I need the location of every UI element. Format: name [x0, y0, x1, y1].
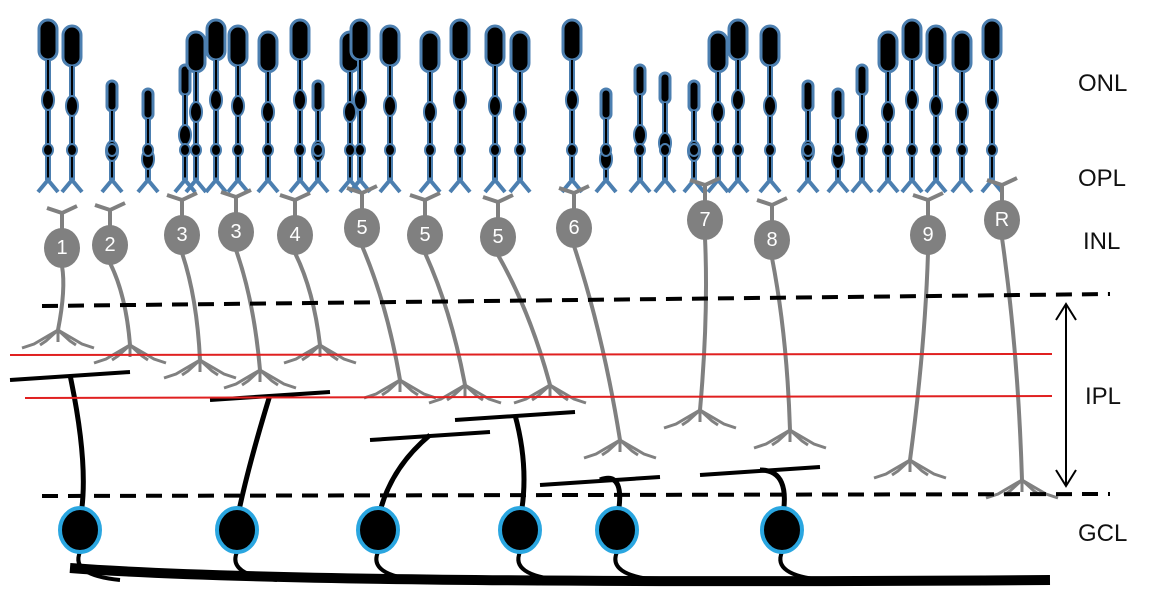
- cone-photoreceptor: [878, 32, 898, 192]
- cone-photoreceptor: [485, 26, 505, 192]
- cone-photoreceptor: [952, 32, 972, 192]
- ganglion-cell: [358, 432, 490, 580]
- bipolar-cell: 6: [556, 186, 656, 458]
- ganglion-cell: [700, 467, 822, 580]
- cone-photoreceptor: [902, 20, 922, 192]
- optic-fiber-bundle: [70, 568, 1050, 581]
- cone-photoreceptor: [420, 32, 440, 192]
- rod-photoreceptor: [852, 65, 872, 192]
- bipolar-cell: R: [984, 178, 1058, 498]
- layer-label-opl: OPL: [1078, 165, 1126, 193]
- photoreceptor-layer: [38, 20, 1002, 192]
- rod-photoreceptor: [138, 89, 158, 192]
- cone-photoreceptor: [62, 26, 82, 192]
- rod-photoreceptor: [175, 65, 195, 192]
- ipl-extent-arrow: [1056, 304, 1076, 486]
- rod-photoreceptor: [655, 73, 675, 192]
- layer-label-gcl: GCL: [1078, 520, 1127, 548]
- bipolar-cell-layer: 1 2 3 3 4 5 5 5 6 7 8 9 R: [22, 178, 1058, 498]
- bipolar-cell-label: 6: [568, 217, 579, 239]
- cone-photoreceptor: [290, 20, 310, 192]
- bipolar-cell-label: 4: [289, 224, 300, 246]
- cone-photoreceptor: [450, 20, 470, 192]
- cone-photoreceptor: [510, 32, 530, 192]
- bipolar-cell-label: R: [995, 209, 1009, 231]
- bipolar-cell-label: 9: [922, 224, 933, 246]
- ganglion-cell: [10, 372, 130, 580]
- bipolar-cell: 8: [754, 198, 826, 448]
- cone-photoreceptor: [38, 20, 58, 192]
- rod-photoreceptor: [102, 81, 122, 192]
- bipolar-cell-label: 1: [56, 237, 67, 259]
- cone-photoreceptor: [562, 20, 582, 192]
- bipolar-cell: 1: [22, 206, 94, 348]
- bipolar-cell-label: 5: [492, 226, 503, 248]
- cone-photoreceptor: [982, 20, 1002, 192]
- rod-photoreceptor: [630, 65, 650, 192]
- bipolar-cell: 2: [92, 203, 166, 363]
- cone-photoreceptor: [380, 26, 400, 192]
- rod-photoreceptor: [308, 81, 328, 192]
- bipolar-cell-label: 5: [419, 224, 430, 246]
- ipl-bottom-boundary: [42, 494, 1110, 496]
- bipolar-cell: 7: [664, 178, 736, 428]
- bipolar-cell-label: 2: [104, 234, 115, 256]
- cone-photoreceptor: [708, 32, 728, 192]
- cone-photoreceptor: [258, 32, 278, 192]
- layer-label-ipl: IPL: [1085, 383, 1121, 411]
- rod-photoreceptor: [684, 81, 704, 192]
- ipl-top-boundary: [42, 294, 1110, 306]
- rod-photoreceptor: [596, 89, 616, 192]
- stratification-line-lower: [25, 396, 1052, 398]
- cone-photoreceptor: [228, 26, 248, 192]
- bipolar-cell-label: 3: [176, 224, 187, 246]
- cone-photoreceptor: [206, 20, 226, 192]
- ganglion-cell: [210, 392, 330, 580]
- cone-photoreceptor: [926, 26, 946, 192]
- cone-photoreceptor: [728, 20, 748, 192]
- bipolar-cell-label: 5: [356, 217, 367, 239]
- cone-photoreceptor: [186, 32, 206, 192]
- bipolar-cell-label: 8: [766, 229, 777, 251]
- bipolar-cell: 9: [874, 193, 946, 478]
- bipolar-cell: 4: [277, 193, 356, 363]
- rod-photoreceptor: [828, 89, 848, 192]
- cone-photoreceptor: [760, 26, 780, 192]
- bipolar-cell-label: 7: [699, 209, 710, 231]
- stratification-line-upper: [10, 354, 1052, 355]
- bipolar-cell-label: 3: [230, 221, 241, 243]
- layer-label-inl: INL: [1083, 228, 1120, 256]
- layer-label-onl: ONL: [1078, 70, 1127, 98]
- ganglion-cell-layer: [10, 372, 1050, 581]
- ganglion-cell: [540, 477, 660, 580]
- rod-photoreceptor: [798, 81, 818, 192]
